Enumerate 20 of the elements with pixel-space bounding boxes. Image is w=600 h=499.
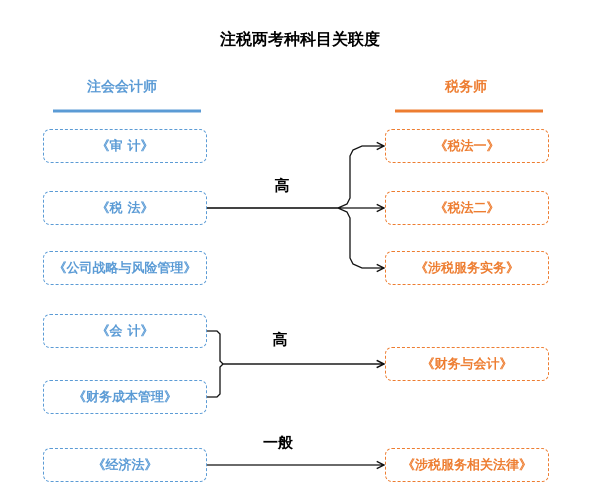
- subject-box: 《涉税服务实务》: [385, 251, 549, 285]
- subject-box: 《财务成本管理》: [43, 380, 207, 414]
- subject-box: 《税法二》: [385, 191, 549, 225]
- arrow: [207, 360, 385, 398]
- subject-box: 《审 计》: [43, 129, 207, 163]
- subject-box: 《税法一》: [385, 129, 549, 163]
- subject-box: 《公司战略与风险管理》: [43, 251, 207, 285]
- subject-box: 《税 法》: [43, 191, 207, 225]
- subject-box: 《经济法》: [43, 448, 207, 482]
- edge-label: 高: [270, 330, 290, 350]
- column-heading: 注会会计师: [87, 78, 157, 96]
- diagram-title: 注税两考种科目关联度: [220, 30, 380, 50]
- edge-label: 高: [272, 176, 292, 196]
- column-heading: 税务师: [445, 78, 487, 96]
- subject-box: 《财务与会计》: [385, 347, 549, 381]
- arrow: [207, 207, 385, 272]
- subject-box: 《涉税服务相关法律》: [385, 448, 549, 482]
- edge-label: 一般: [261, 434, 295, 452]
- arrow: [207, 460, 385, 470]
- subject-box: 《会 计》: [43, 314, 207, 348]
